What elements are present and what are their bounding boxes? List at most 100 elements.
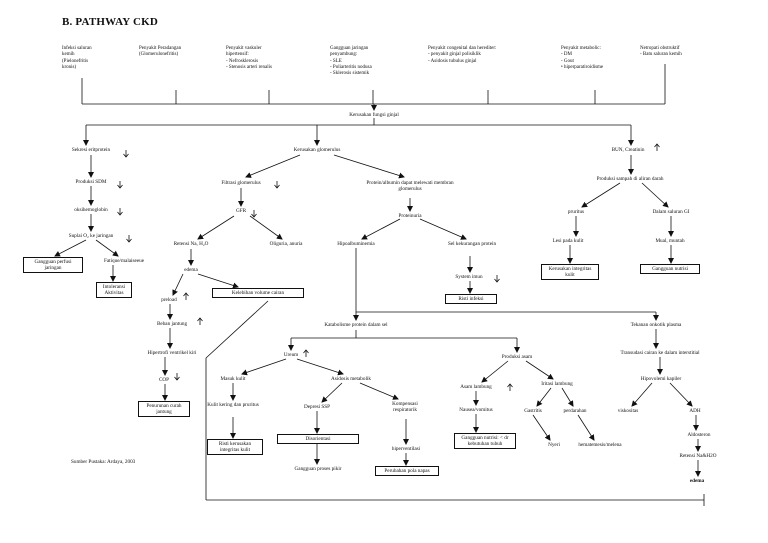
cause-jaringan-penyambung: Gangguan jaringan penyambung: - SLE - Po… <box>330 46 372 76</box>
node-beban-jantung: Beban jantung <box>156 321 188 327</box>
asam-iritasi <box>525 360 554 380</box>
node-nyeri: Nyeri <box>548 442 560 448</box>
ureum-masuk <box>241 358 287 376</box>
trend-filtrasi-down-icon <box>274 181 280 189</box>
node-katabolisme-protein: Katabolisme protein dalam sel <box>324 322 388 328</box>
gfr-oliguria <box>249 215 283 240</box>
node-gangguan-perfusi: Gangguan perfusi jaringan <box>23 257 83 274</box>
node-kompensasi-respiratorik: Kompensasi respiratorik <box>392 401 418 414</box>
proteinuria-hipoalb <box>361 218 401 240</box>
trend-beban-up-icon <box>197 317 203 325</box>
cause-metabolik: Penyakit metabolic: - DM - Gout • hiperp… <box>561 46 604 70</box>
node-produksi-sdm: Produksi SDM <box>75 179 107 185</box>
ureum-asidosis <box>296 358 344 376</box>
suplai-perfusi <box>54 239 87 257</box>
cause-obstruktif: Netropati obstruktif - Batu saluran kemi… <box>640 46 682 58</box>
edema-kelebihan <box>197 273 239 289</box>
node-kelebihan-volume-cairan: Kelebihan volume cairan <box>212 288 304 299</box>
node-viskositas: viskositas <box>617 408 639 414</box>
node-gastritis: Gastritis <box>524 408 542 414</box>
node-retensi-na-h2o: Retensi Na, H₂O <box>173 241 209 247</box>
trend-eritro-down-icon <box>123 150 129 158</box>
asam-asam-lambung <box>481 360 509 383</box>
node-hiperventilasi: hiperventilasi <box>391 446 421 452</box>
node-intoleransi-aktivitas: Intoleransi Aktivitas <box>96 282 132 299</box>
node-lesi-pada-kulit: Lesi pada kulit <box>552 238 584 244</box>
node-gfr: GFR <box>235 208 247 214</box>
glom-protein <box>333 154 405 179</box>
hipovolemi-adh <box>669 382 693 407</box>
node-suplai-o2: Suplai O₂ ke jaringan <box>68 233 114 239</box>
perdarahan-hematemesis <box>577 414 595 441</box>
diag-kelebihan <box>205 300 269 359</box>
node-disorientasi: Disorientasi <box>277 434 359 445</box>
suplai-fatique <box>95 239 119 257</box>
glom-filtrasi <box>245 154 301 178</box>
node-gangguan-nutrisi-kebutuhan: Gangguan nutrisi: < dr kebutuhan tubuh <box>454 433 516 450</box>
node-dalam-saluran-gi: Dalam saluran GI <box>652 209 690 215</box>
trend-sdm-down-icon <box>117 181 123 189</box>
node-oksihemoglobin: oksihemoglobin <box>74 207 108 213</box>
asidosis-kompensasi <box>359 382 399 400</box>
node-perdarahan: perdarahan <box>563 408 587 414</box>
gfr-retensi <box>197 215 235 240</box>
node-asidosis-metabolik: Asidosis metabolik <box>331 376 371 382</box>
trend-cop-down-icon <box>174 373 180 381</box>
cause-vaskuler-hipertensif: Penyakit vaskuler hipertensif: - Nefrosk… <box>226 46 272 70</box>
iritasi-perdarahan <box>561 387 574 407</box>
node-perubahan-pola-napas: Perubahan pola napas <box>375 466 439 477</box>
cause-congenital-herediter: Penyakit congenital dan herediter: - pen… <box>428 46 497 64</box>
node-bun-creatinin: BUN, Creatinin <box>611 147 645 153</box>
node-fatique: Fatique/malaiseeue <box>103 258 145 264</box>
node-penurunan-curah-jantung: Penurunan curah jantung <box>138 401 190 418</box>
trend-preload-up-icon <box>183 292 189 300</box>
node-sel-kekurangan-protein: Sel kekurangan protein <box>447 241 497 247</box>
node-kerusakan-glomerulus: Kerusakan glomerulus <box>293 147 341 153</box>
node-system-imun: System imun <box>455 274 483 280</box>
trend-oksi-down-icon <box>117 208 123 216</box>
source-note: Sumber Pustaka: Ardaya, 2003 <box>71 459 136 465</box>
edema-preload <box>172 273 184 296</box>
node-kerusakan-integritas-kulit: Kerusakan integritas kulit <box>541 264 599 281</box>
node-nausea-vomitus: Nausea/vomitus <box>459 407 493 413</box>
trend-asam-lambung-up-icon <box>507 383 513 391</box>
node-aldosteron: Aldosteron <box>687 432 711 438</box>
node-oliguria-anuria: Oliguria, anuria <box>269 241 303 247</box>
node-depresi-ssp: Depresi SSP <box>303 404 331 410</box>
node-proteinuria: Proteinuria <box>398 213 422 219</box>
node-hipoalbuminemia: Hipoalbuminemia <box>337 241 375 247</box>
node-produksi-asam: Produksi asam <box>501 354 533 360</box>
node-edema: edema <box>184 267 198 273</box>
trend-gfr-down-icon <box>251 210 257 218</box>
gastritis-nyeri <box>532 414 551 441</box>
hipovolemi-viskositas <box>631 382 653 407</box>
node-hipertrofi-ventrikel: Hipertrofi ventrikel kiri <box>147 350 197 356</box>
asidosis-depresi <box>321 382 343 403</box>
node-sekresi-eritprotein: Sekresi eritprotein <box>71 147 111 153</box>
sampah-gi <box>641 182 669 208</box>
node-masuk-kulit: Masuk kulit <box>220 376 246 382</box>
trend-bun-up-icon <box>654 143 660 151</box>
node-ureum: Ureum <box>283 352 299 358</box>
iritasi-gastritis <box>536 387 552 407</box>
node-produksi-sampah: Produksi sampah di aliran darah <box>596 176 664 182</box>
trend-ureum-up-icon <box>303 349 309 357</box>
diagram-title: B. PATHWAY CKD <box>62 16 159 28</box>
node-adh: ADH <box>689 408 701 414</box>
cause-glomerulonefritis: Penyakit Peradangan (Glomerulonefritis) <box>139 46 182 58</box>
node-gangguan-nutrisi: Gangguan nutrisi <box>640 264 700 275</box>
cause-infeksi-saluran-kemih: Infeksi saluran kemih (Pielonefritis kro… <box>62 46 92 70</box>
node-hipovolemi-kapiler: Hipovolemi kapiler <box>640 376 682 382</box>
node-hematemesis: hematemesis/melena <box>578 442 622 448</box>
node-filtrasi-glomerulus: Filtrasi glomerulus <box>221 180 261 186</box>
node-iritasi-lambung: Iritasi lambung <box>541 381 573 387</box>
trend-suplai-down-icon <box>126 235 132 243</box>
node-protein-albumin: Protein/albumin dapat melewati membran g… <box>366 180 454 193</box>
node-kerusakan-fungsi-ginjal: Kerusakan fungsi ginjal <box>349 112 399 118</box>
node-preload: preload <box>161 297 177 303</box>
node-risti-infeksi: Risti infeksi <box>445 294 497 305</box>
node-asam-lambung: Asam lambung <box>460 384 492 390</box>
node-edema-end: edema <box>689 478 705 484</box>
node-retensi-na-h2o-2: Retensi Na&H2O <box>679 453 717 459</box>
